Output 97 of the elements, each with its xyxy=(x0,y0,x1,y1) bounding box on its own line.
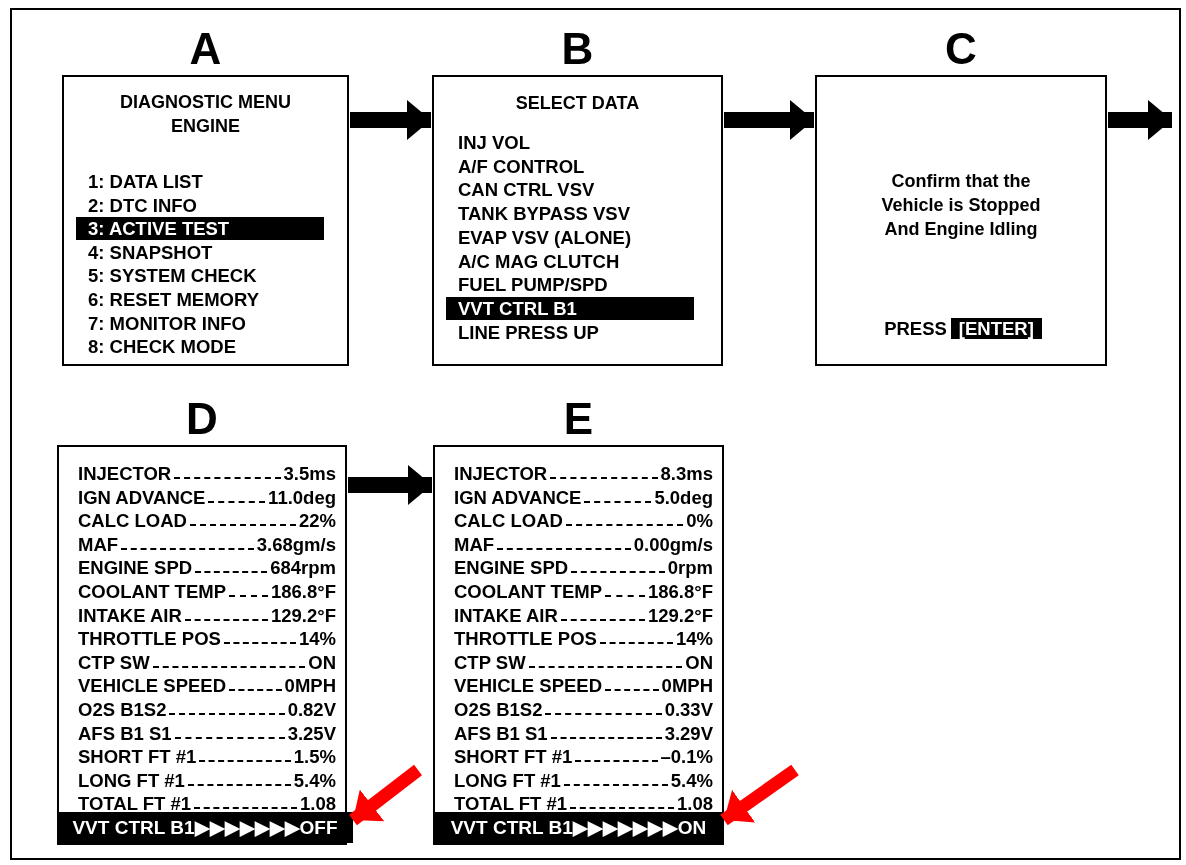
parameter-name: VEHICLE SPEED xyxy=(78,674,227,698)
arrow xyxy=(349,764,422,826)
parameter-value: 14% xyxy=(298,627,336,651)
parameter-value: ON xyxy=(685,650,713,674)
arrow xyxy=(350,100,431,140)
panel-letter: A xyxy=(188,27,223,71)
parameter-value: 22% xyxy=(298,509,336,533)
arrow xyxy=(348,465,432,505)
parameter-name: IGN ADVANCE xyxy=(454,485,582,509)
parameter-value: 3.25V xyxy=(287,721,336,745)
menu-item: TANK BYPASS VSV xyxy=(457,202,630,226)
parameter-value: 684rpm xyxy=(270,556,336,580)
menu-item: 7: MONITOR INFO xyxy=(87,311,246,335)
parameter-name: THROTTLE POS xyxy=(454,627,597,651)
menu-item: A/F CONTROL xyxy=(457,154,585,178)
parameter-name: THROTTLE POS xyxy=(78,627,221,651)
prompt-text: PRESS xyxy=(883,318,948,339)
key-prompt: [ENTER] xyxy=(950,318,1042,339)
parameter-value: 5.4% xyxy=(293,768,336,792)
parameter-name: O2S B1S2 xyxy=(78,698,167,721)
parameter-name: TOTAL FT #1 xyxy=(454,792,568,816)
parameter-value: ON xyxy=(308,650,336,674)
parameter-name: MAF xyxy=(454,532,495,556)
panel-letter: E xyxy=(562,397,595,441)
menu-item: 6: RESET MEMORY xyxy=(87,288,259,311)
parameter-name: AFS B1 S1 xyxy=(454,721,548,745)
menu-item: 5: SYSTEM CHECK xyxy=(87,264,257,288)
parameter-value: 3.29V xyxy=(664,721,713,745)
parameter-value: 0.82V xyxy=(287,698,336,721)
parameter-value: 11.0deg xyxy=(268,485,336,509)
parameter-name: TOTAL FT #1 xyxy=(78,792,192,816)
parameter-name: AFS B1 S1 xyxy=(78,721,172,745)
parameter-name: INJECTOR xyxy=(454,462,548,485)
menu-item: A/C MAG CLUTCH xyxy=(457,249,620,273)
menu-item: 2: DTC INFO xyxy=(87,193,197,217)
panel-letter: C xyxy=(944,27,978,71)
parameter-name: CALC LOAD xyxy=(78,509,187,533)
parameter-value: 0rpm xyxy=(667,556,713,580)
parameter-value: 0MPH xyxy=(661,674,713,698)
menu-item: 4: SNAPSHOT xyxy=(87,240,213,264)
menu-item: CAN CTRL VSV xyxy=(457,178,595,202)
parameter-name: SHORT FT #1 xyxy=(454,745,573,769)
parameter-value: 1.5% xyxy=(293,745,336,769)
status-bar xyxy=(57,812,353,843)
parameter-value: 14% xyxy=(675,627,713,651)
menu-item: INJ VOL xyxy=(457,131,530,154)
parameter-name: INTAKE AIR xyxy=(454,603,558,627)
parameter-value: –0.1% xyxy=(660,745,713,769)
parameter-value: 3.5ms xyxy=(283,462,336,485)
parameter-name: IGN ADVANCE xyxy=(78,485,206,509)
parameter-name: INJECTOR xyxy=(78,462,172,485)
parameter-value: 186.8°F xyxy=(648,580,713,603)
parameter-name: ENGINE SPD xyxy=(454,556,569,580)
parameter-name: LONG FT #1 xyxy=(454,768,561,792)
parameter-value: 5.0deg xyxy=(654,485,713,509)
status-text: VVT CTRL B1▶▶▶▶▶▶▶OFF xyxy=(72,817,338,838)
arrow xyxy=(724,100,814,140)
selected-menu-item: 3: ACTIVE TEST xyxy=(76,217,324,241)
arrow xyxy=(720,764,799,826)
parameter-name: INTAKE AIR xyxy=(78,603,182,627)
status-text: VVT CTRL B1▶▶▶▶▶▶▶ON xyxy=(450,817,707,838)
parameter-value: 5.4% xyxy=(670,768,713,792)
parameter-name: LONG FT #1 xyxy=(78,768,185,792)
parameter-name: SHORT FT #1 xyxy=(78,745,197,769)
parameter-name: ENGINE SPD xyxy=(78,556,193,580)
parameter-name: O2S B1S2 xyxy=(454,698,543,721)
parameter-value: 1.08 xyxy=(677,792,713,816)
parameter-name: CALC LOAD xyxy=(454,509,563,533)
parameter-value: 8.3ms xyxy=(660,462,713,485)
selected-menu-item: VVT CTRL B1 xyxy=(446,296,694,320)
parameter-value: 0.00gm/s xyxy=(633,532,713,556)
menu-item: 8: CHECK MODE xyxy=(87,335,236,359)
menu-item: LINE PRESS UP xyxy=(457,320,599,344)
parameter-value: 129.2°F xyxy=(648,603,713,627)
message-text: Confirm that the Vehicle is Stopped And Engine Idling xyxy=(880,170,1042,241)
parameter-value: 186.8°F xyxy=(271,580,336,603)
menu-item: FUEL PUMP/SPD xyxy=(457,273,608,297)
panel-letter: B xyxy=(560,27,595,71)
screen-title: SELECT DATA xyxy=(514,92,641,115)
parameter-value: 3.68gm/s xyxy=(256,532,336,556)
arrow xyxy=(1108,100,1172,140)
parameter-name: MAF xyxy=(78,532,119,556)
panel-letter: D xyxy=(185,397,219,441)
parameter-value: 0% xyxy=(686,509,713,533)
menu-item: 1: DATA LIST xyxy=(87,170,203,193)
parameter-name: CTP SW xyxy=(454,650,526,674)
parameter-name: CTP SW xyxy=(78,650,150,674)
parameter-value: 129.2°F xyxy=(271,603,336,627)
parameter-name: COOLANT TEMP xyxy=(454,580,602,603)
parameter-name: COOLANT TEMP xyxy=(78,580,226,603)
screen-title: DIAGNOSTIC MENU ENGINE xyxy=(119,91,292,138)
parameter-value: 1.08 xyxy=(300,792,336,816)
parameter-name: VEHICLE SPEED xyxy=(454,674,603,698)
parameter-value: 0.33V xyxy=(664,698,713,721)
status-bar xyxy=(433,812,724,843)
parameter-value: 0MPH xyxy=(284,674,336,698)
menu-item: EVAP VSV (ALONE) xyxy=(457,225,632,249)
